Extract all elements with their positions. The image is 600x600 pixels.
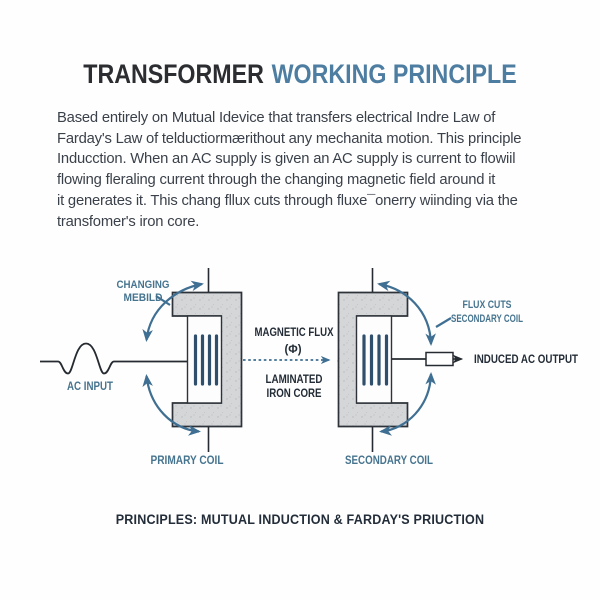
changing-field-pointer-dash (155, 295, 171, 306)
description-line: Farday's Law of telductiormærithout any … (57, 130, 522, 147)
magnetic-flux-label-line1: MAGNETIC FLUX (255, 327, 334, 339)
description-line: transfomer's iron core. (57, 213, 200, 230)
changing-field-label-line2: MEBILD (124, 292, 163, 304)
laminated-core-label-line2: IRON CORE (267, 388, 322, 400)
description-line: it generates it. This chang fllux cuts t… (57, 192, 518, 209)
primary-coil-label: PRIMARY COIL (151, 453, 224, 467)
transformer-diagram: CHANGING MEBILD AC INPUT MAGNETIC FLUX (… (40, 268, 578, 467)
primary-transformer (171, 268, 243, 452)
output-circuit (391, 351, 464, 367)
description-line: Based entirely on Mutual Idevice that tr… (57, 110, 496, 126)
induced-output-label: INDUCED AC OUTPUT (474, 354, 578, 366)
description-line: flowing fleraling current through the ch… (57, 172, 496, 189)
footer-caption: PRINCIPLES: MUTUAL INDUCTION & FARDAY'S … (115, 512, 485, 527)
description-text: Based entirely on Mutual Idevice that tr… (57, 108, 562, 232)
flux-cuts-label-line1: FLUX CUTS (463, 299, 512, 311)
ac-input-label: AC INPUT (67, 381, 113, 393)
title-part-dark: TRANSFORMER (83, 59, 264, 89)
primary-windings (193, 334, 219, 386)
title-part-blue: WORKING PRINCIPLE (271, 59, 517, 89)
magnetic-flux-label-line2: (Φ) (284, 344, 301, 356)
secondary-bottom-field-arc (379, 372, 436, 436)
primary-bottom-field-arc (142, 374, 201, 436)
load-resistor (425, 351, 454, 367)
field-arcs (142, 280, 452, 436)
secondary-top-field-arc (377, 280, 436, 346)
flux-cuts-label-line2: SECONDARY COIL (451, 313, 523, 325)
changing-field-label-line1: CHANGING (117, 279, 170, 291)
laminated-core-label-line1: LAMINATED (266, 374, 323, 386)
ac-input-wire-sine (40, 342, 188, 375)
secondary-transformer (337, 268, 409, 452)
description-line: Inducction. When an AC supply is given a… (57, 151, 516, 168)
secondary-coil-label: SECONDARY COIL (345, 453, 433, 467)
flux-cuts-pointer-dash (435, 317, 452, 328)
